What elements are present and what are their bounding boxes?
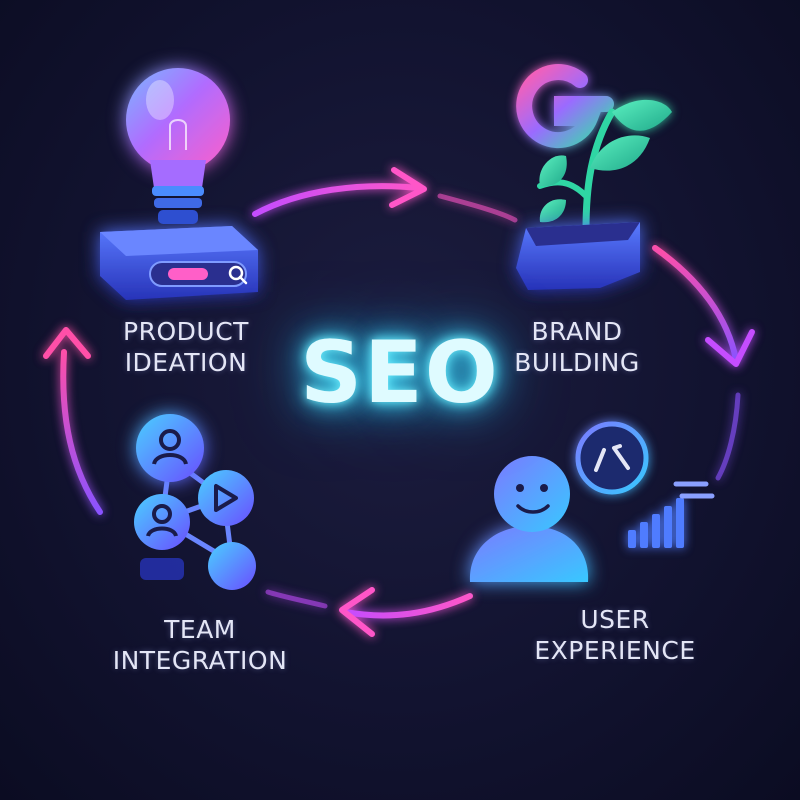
arrow-left-head <box>43 327 91 359</box>
arrow-right <box>652 245 739 363</box>
arrow-top-head <box>389 167 427 208</box>
label-line-2: IDEATION <box>124 348 248 377</box>
cycle-arrows <box>43 167 755 637</box>
lightbulb-search-icon <box>100 68 258 300</box>
arrow-bottom-tail <box>265 589 328 609</box>
arrow-top <box>252 183 423 217</box>
label-line-2: INTEGRATION <box>112 646 288 675</box>
label-line-2: EXPERIENCE <box>534 636 696 665</box>
arrow-left <box>60 349 103 515</box>
label-line-2: BUILDING <box>514 348 640 377</box>
label-team-integration: TEAM INTEGRATION <box>90 614 310 676</box>
label-line-1: PRODUCT <box>123 317 249 346</box>
google-plant-icon <box>516 64 672 290</box>
center-title-seo: SEO <box>300 323 500 423</box>
label-line-1: TEAM <box>164 615 236 644</box>
label-product-ideation: PRODUCT IDEATION <box>86 316 286 378</box>
arrow-right-tail <box>715 392 741 481</box>
team-network-icon <box>134 414 256 590</box>
label-brand-building: BRAND BUILDING <box>492 316 662 378</box>
user-analytics-icon <box>469 421 715 582</box>
label-user-experience: USER EXPERIENCE <box>515 604 715 666</box>
arrow-right-head <box>705 329 755 367</box>
label-line-1: BRAND <box>531 317 623 346</box>
arrow-bottom <box>342 593 473 619</box>
arrow-top-tail <box>437 193 518 223</box>
arrow-bottom-head <box>339 587 375 637</box>
label-line-1: USER <box>580 605 650 634</box>
